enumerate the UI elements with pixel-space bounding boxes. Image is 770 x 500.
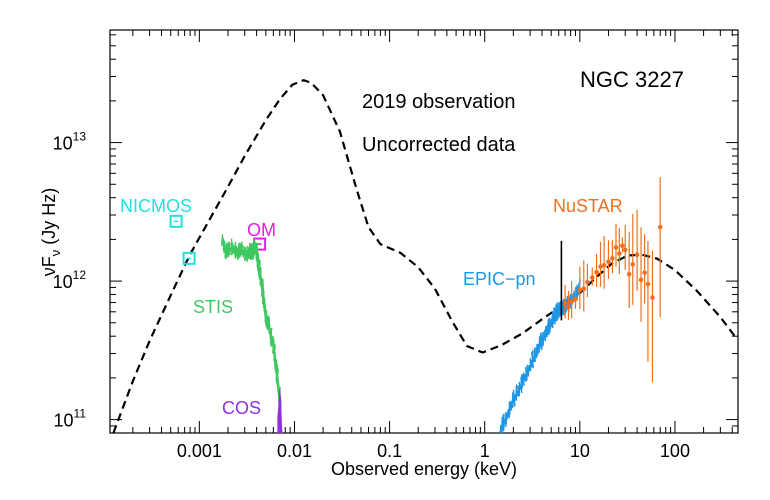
y-tick-label-base: 10 xyxy=(53,272,73,292)
nustar-point xyxy=(581,286,587,292)
nustar-point xyxy=(650,295,655,300)
y-tick-label-exp: 12 xyxy=(73,268,87,282)
nustar-point xyxy=(589,275,595,280)
model-curve xyxy=(112,79,738,433)
epic-pn-label: EPIC−pn xyxy=(463,269,536,289)
cos-label: COS xyxy=(222,398,261,418)
annotation-observation: 2019 observation xyxy=(362,91,515,113)
nustar-point xyxy=(642,270,647,275)
plot-frame xyxy=(109,29,739,434)
nustar-point xyxy=(577,287,583,293)
om-label: OM xyxy=(247,220,276,240)
nustar-point xyxy=(626,271,632,277)
y-axis-title-unit: (Jy Hz) xyxy=(39,188,59,250)
y-axis-title: νFν (Jy Hz) xyxy=(39,188,63,277)
nustar-point xyxy=(634,252,640,258)
annotation-uncorrected: Uncorrected data xyxy=(362,134,516,156)
nicmos-label: NICMOS xyxy=(120,196,192,216)
x-tick-label: 0.01 xyxy=(277,441,312,461)
nustar-point xyxy=(620,243,625,249)
y-tick-label: 1011 xyxy=(54,407,87,431)
nustar-point xyxy=(622,247,628,253)
nustar-point xyxy=(657,224,663,230)
nustar-point xyxy=(573,296,578,302)
y-tick-label: 1013 xyxy=(53,130,87,154)
nustar-point xyxy=(585,279,590,285)
series-model xyxy=(112,79,738,433)
cos-spectrum xyxy=(277,389,283,433)
nustar-point xyxy=(610,256,615,261)
x-tick-label: 0.001 xyxy=(177,441,222,461)
series-nustar xyxy=(562,177,663,383)
nustar-point xyxy=(613,245,619,250)
x-tick-label: 1 xyxy=(480,441,490,461)
y-tick-label-exp: 11 xyxy=(74,407,87,421)
nustar-point xyxy=(569,299,574,304)
x-tick-label: 10 xyxy=(570,441,590,461)
stis-label: STIS xyxy=(193,297,233,317)
series-nicmos xyxy=(169,214,196,265)
nustar-label: NuSTAR xyxy=(553,196,623,216)
y-axis-title-sub: ν xyxy=(48,250,63,257)
nicmos-point xyxy=(169,214,183,228)
nustar-point xyxy=(606,259,611,265)
epic-pn-sample xyxy=(562,298,565,316)
y-tick-label-exp: 13 xyxy=(73,130,87,144)
nicmos-point xyxy=(182,251,196,265)
nustar-point xyxy=(566,304,571,310)
series-stis xyxy=(220,234,282,413)
x-tick-label: 100 xyxy=(660,441,690,461)
nustar-point xyxy=(645,281,651,287)
nustar-point xyxy=(598,264,603,270)
chart-title: NGC 3227 xyxy=(580,67,684,92)
x-tick-label: 0.1 xyxy=(377,441,402,461)
series-cos xyxy=(277,389,283,433)
y-tick-label-base: 10 xyxy=(53,134,73,154)
plot-area xyxy=(109,29,739,434)
nustar-point xyxy=(562,301,568,306)
nustar-point xyxy=(601,263,607,268)
x-axis-title: Observed energy (keV) xyxy=(331,459,517,479)
series-labels: NICMOS OM STIS COS EPIC−pn NuSTAR xyxy=(120,196,623,418)
y-tick-label: 1012 xyxy=(53,268,87,292)
data-marks xyxy=(112,79,738,433)
nustar-point xyxy=(638,277,644,283)
nustar-point xyxy=(630,262,636,267)
axis-ticks xyxy=(110,30,738,434)
nustar-point xyxy=(594,269,599,275)
stis-trace xyxy=(221,240,282,409)
nustar-point xyxy=(617,251,622,256)
y-tick-label-base: 10 xyxy=(54,411,74,431)
y-axis-title-main: νF xyxy=(39,256,59,276)
